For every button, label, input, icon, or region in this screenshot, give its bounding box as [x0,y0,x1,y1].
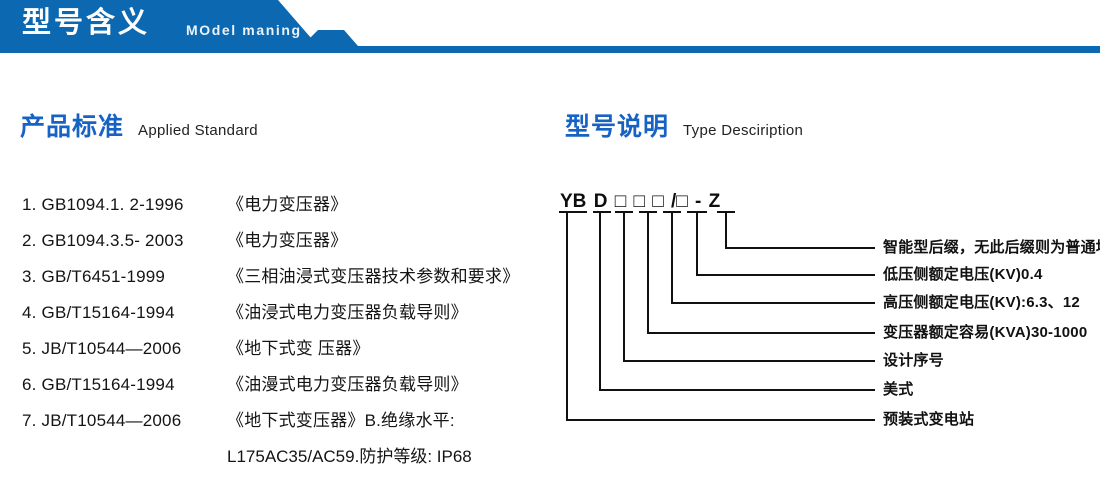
callout-label-prefab-substation: 预装式变电站 [883,411,975,428]
banner-title-cn: 型号含义 [22,7,151,39]
standard-title: 《地下式变压器》B.绝缘水平: [227,411,455,430]
standard-title: 《油漫式电力变压器负载导则》 [227,375,468,394]
applied-standard-heading-cn: 产品标准 [20,113,125,141]
code-token-yb: YB [560,191,587,212]
banner-background-shape [0,0,318,46]
banner-title-en: MOdel maning [186,22,302,38]
list-item: 2. GB1094.3.5- 2003 《电力变压器》 [22,230,542,266]
type-description-section: 型号说明 Type Desciription YB D □ □ □ /□ - Z [545,100,1100,490]
list-item: 3. GB/T6451-1999 《三相油浸式变压器技术参数和要求》 [22,266,542,302]
standard-title: 《电力变压器》 [227,231,348,250]
standard-title: 《三相油浸式变压器技术参数和要求》 [227,267,520,286]
page-banner: 型号含义 MOdel maning [0,0,1100,53]
standard-code: 4. GB/T15164-1994 [22,303,175,322]
callout-label-rated-capacity: 变压器额定容易(KVA)30-1000 [883,324,1088,341]
type-description-heading: 型号说明 Type Desciription [565,112,803,142]
callout-labels: 智能型后缀，无此后缀则为普通地埋变 低压侧额定电压(KV)0.4 高压侧额定电压… [545,100,1100,490]
banner-bottom-rule [0,46,1100,53]
type-description-heading-en: Type Desciription [683,122,804,139]
callout-label-american-style: 美式 [883,381,914,398]
standard-title: 《油浸式电力变压器负载导则》 [227,303,468,322]
applied-standard-heading-en: Applied Standard [138,122,258,139]
standard-code: 3. GB/T6451-1999 [22,267,166,286]
standard-continuation-line: L175AC35/AC59.防护等级: IP68 [22,446,542,482]
standard-code: 1. GB1094.1. 2-1996 [22,195,184,214]
type-description-heading-cn: 型号说明 [565,113,670,141]
callout-label-intelligent-suffix: 智能型后缀，无此后缀则为普通地埋变 [883,239,1100,256]
code-token-slash-box: /□ [671,191,688,212]
callout-label-lv-rated-voltage: 低压侧额定电压(KV)0.4 [883,266,1043,283]
standard-code: 6. GB/T15164-1994 [22,375,175,394]
banner-accent-wedge [302,30,358,46]
code-token-z: Z [708,191,721,212]
standard-code: 5. JB/T10544—2006 [22,339,182,358]
code-token-dash: - [695,191,702,212]
standard-title: 《地下式变 压器》 [227,339,370,358]
standard-code: 7. JB/T10544—2006 [22,411,182,430]
list-item: 6. GB/T15164-1994 《油漫式电力变压器负载导则》 [22,374,542,410]
callout-leader-lines [559,211,875,421]
code-token-box2: □ [633,191,645,212]
code-token-d: D [593,191,608,212]
standard-code: 2. GB1094.3.5- 2003 [22,231,184,250]
list-item: 1. GB1094.1. 2-1996 《电力变压器》 [22,194,542,230]
standard-continuation-text: L175AC35/AC59.防护等级: IP68 [227,447,472,466]
applied-standard-heading: 产品标准 Applied Standard [20,112,258,142]
code-token-box3: □ [652,191,664,212]
callout-label-hv-rated-voltage: 高压侧额定电压(KV):6.3、12 [883,294,1080,311]
list-item: 4. GB/T15164-1994 《油浸式电力变压器负载导则》 [22,302,542,338]
code-token-box1: □ [614,191,627,212]
list-item: 5. JB/T10544—2006 《地下式变 压器》 [22,338,542,374]
standard-title: 《电力变压器》 [227,195,348,214]
callout-label-design-serial: 设计序号 [883,352,944,369]
standards-list: 1. GB1094.1. 2-1996 《电力变压器》 2. GB1094.3.… [22,194,542,482]
applied-standard-section: 产品标准 Applied Standard 1. GB1094.1. 2-199… [0,100,545,490]
model-code-string: YB D □ □ □ /□ - Z [559,190,721,214]
list-item: 7. JB/T10544—2006 《地下式变压器》B.绝缘水平: [22,410,542,446]
